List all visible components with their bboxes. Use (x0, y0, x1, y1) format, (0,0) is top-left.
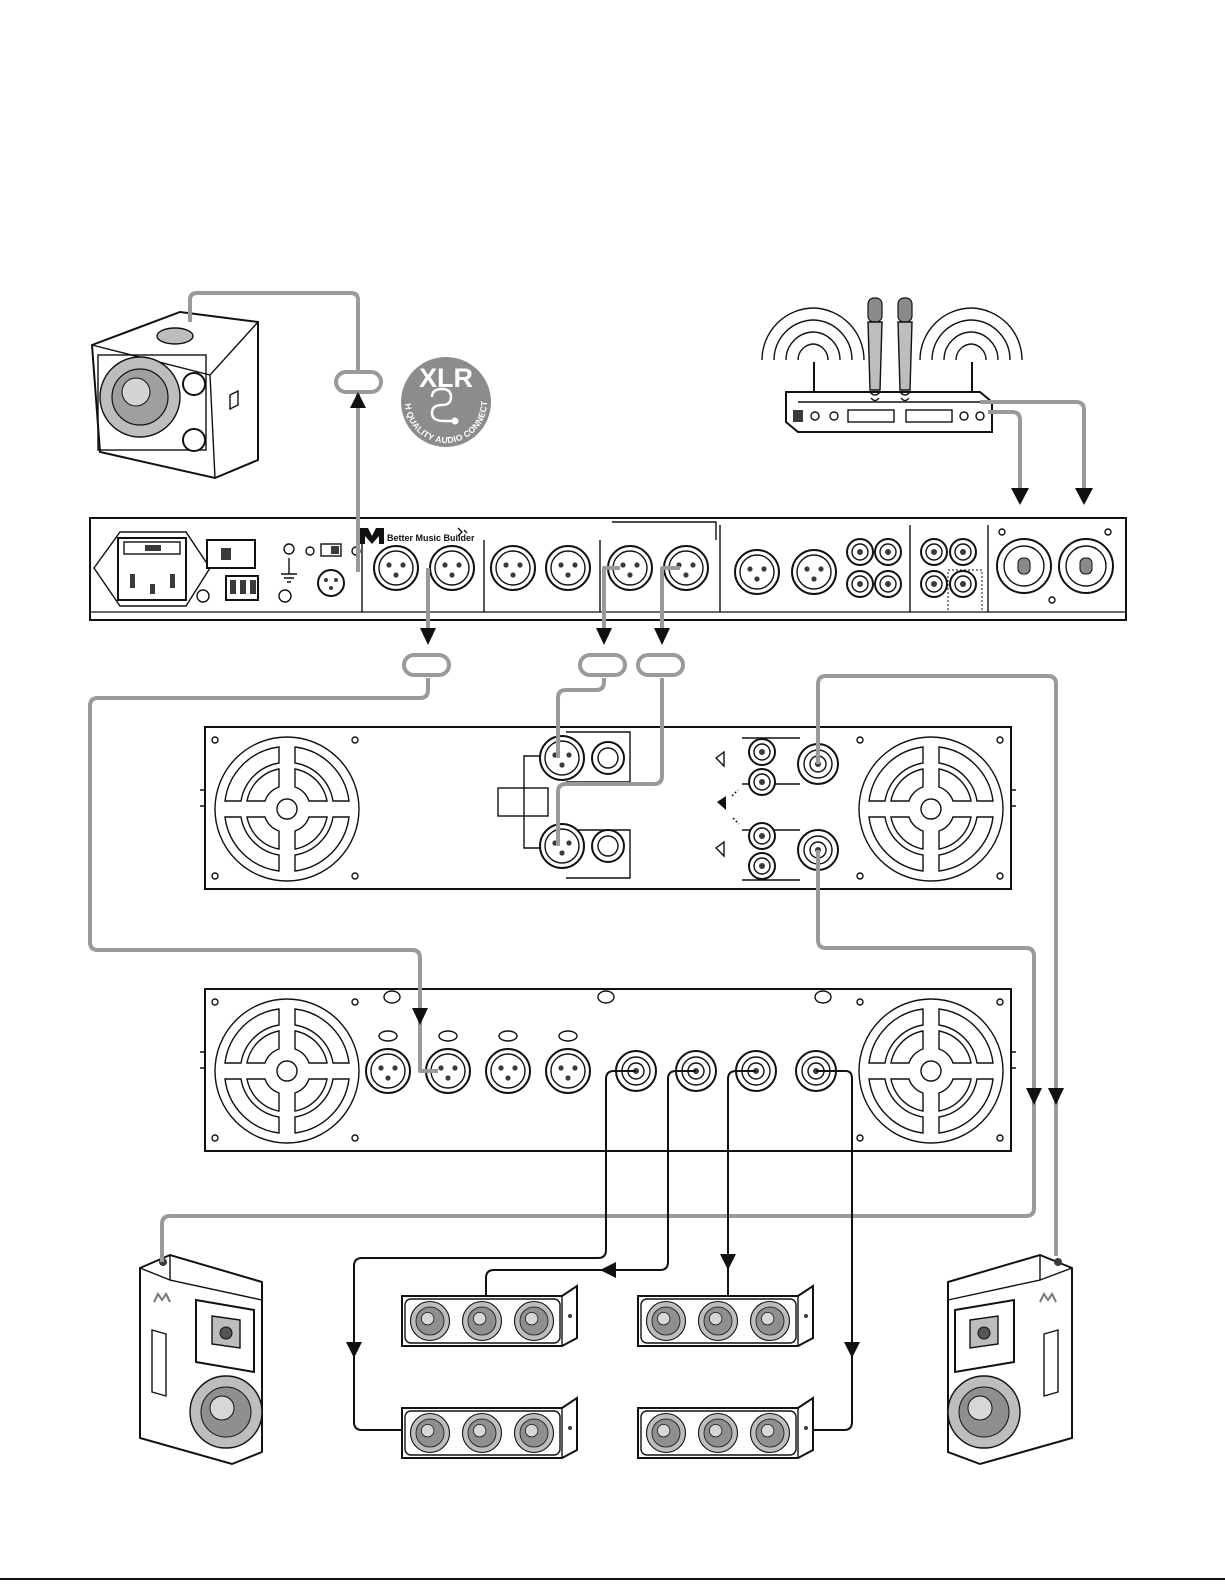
ceiling-speaker-icon (638, 1286, 813, 1346)
power-amplifier-icon (200, 727, 1016, 889)
microphone-icon (868, 298, 882, 401)
ceiling-speaker-icon (402, 1286, 577, 1346)
footer-rule (0, 1578, 1225, 1580)
power-amplifier-icon (200, 989, 1016, 1151)
cable-connector-plug (404, 655, 449, 675)
cable-connector-plug (638, 655, 683, 675)
ceiling-speaker-icon (638, 1398, 813, 1458)
microphone-icon (898, 298, 912, 401)
fullrange-speaker-icon (140, 1255, 262, 1464)
mixer-brand-label: Better Music Builder (387, 533, 475, 543)
wireless-mic-receiver-icon (762, 308, 1022, 432)
subwoofer-icon (92, 312, 258, 478)
fullrange-speaker-icon (948, 1255, 1072, 1464)
cable-connector-plug (336, 372, 381, 392)
ceiling-speaker-icon (402, 1398, 577, 1458)
cable-connector-plug (580, 655, 625, 675)
